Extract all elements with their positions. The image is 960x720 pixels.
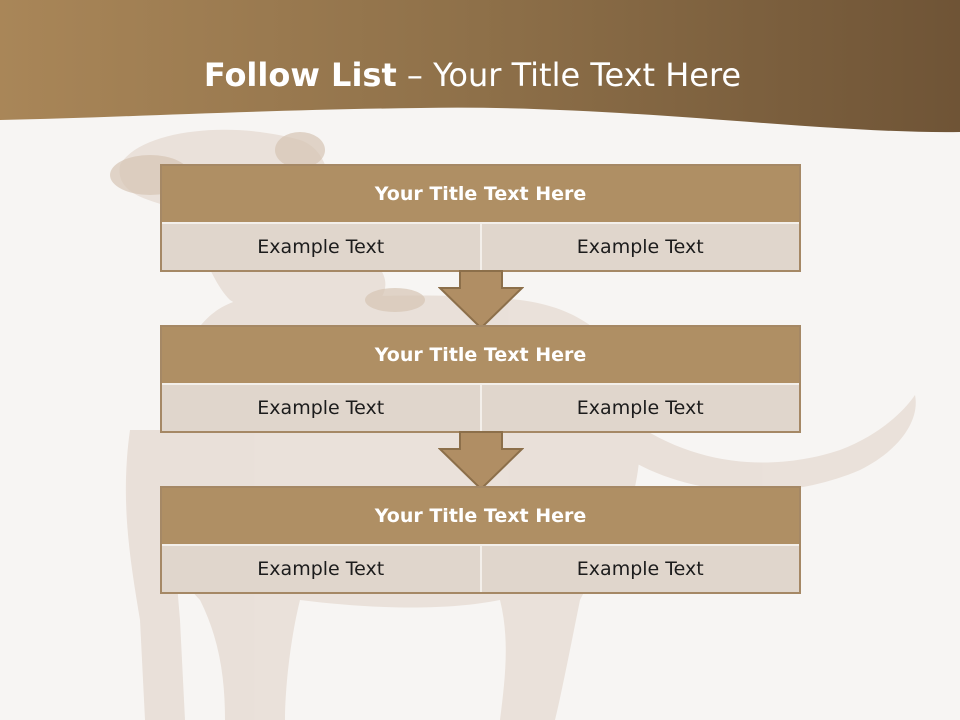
step-row: Example Text Example Text bbox=[162, 224, 799, 270]
step-left-text: Example Text bbox=[257, 236, 385, 258]
slide-title: Follow List – Your Title Text Here bbox=[0, 52, 945, 98]
step-right-text: Example Text bbox=[479, 546, 800, 592]
step-row: Example Text Example Text bbox=[162, 385, 799, 431]
step-right-text: Example Text bbox=[479, 224, 800, 270]
step-title: Your Title Text Here bbox=[162, 166, 799, 224]
title-rest-text: – Your Title Text Here bbox=[396, 56, 742, 94]
step-block-3: Your Title Text Here Example Text Exampl… bbox=[160, 486, 801, 594]
step-title: Your Title Text Here bbox=[162, 327, 799, 385]
title-bold-text: Follow List bbox=[203, 56, 397, 94]
step-left-text: Example Text bbox=[257, 558, 385, 580]
step-title: Your Title Text Here bbox=[162, 488, 799, 546]
step-block-1: Your Title Text Here Example Text Exampl… bbox=[160, 164, 801, 272]
header-band bbox=[0, 0, 960, 133]
down-arrow-icon bbox=[438, 270, 524, 330]
step-block-2: Your Title Text Here Example Text Exampl… bbox=[160, 325, 801, 433]
step-row: Example Text Example Text bbox=[162, 546, 799, 592]
down-arrow-icon bbox=[438, 431, 524, 491]
step-left-text: Example Text bbox=[257, 397, 385, 419]
step-right-text: Example Text bbox=[479, 385, 800, 431]
